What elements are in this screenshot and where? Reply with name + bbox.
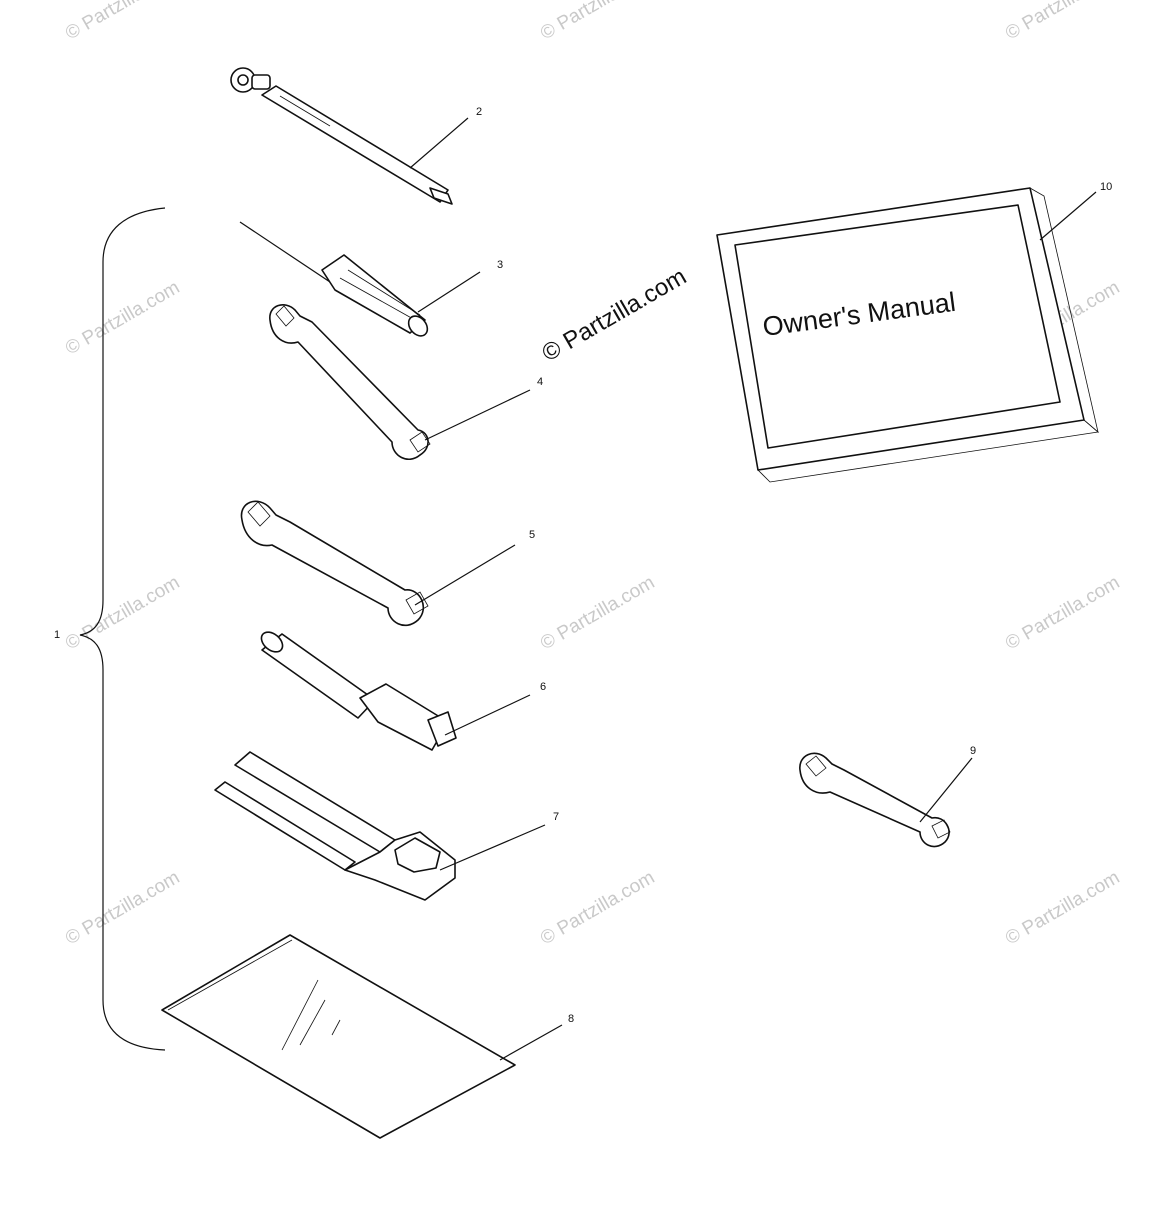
callout-9: 9 — [970, 745, 976, 757]
watermark-prominent: © Partzilla.com — [538, 263, 692, 367]
spark-plug-socket-part[interactable] — [258, 628, 457, 751]
callouts: 1 2 3 4 5 6 7 8 9 10 — [54, 106, 1112, 1025]
wrench-small-part[interactable] — [269, 304, 431, 460]
callout-1: 1 — [54, 629, 60, 641]
watermarks: © Partzilla.com © Partzilla.com © Partzi… — [62, 0, 1123, 949]
callout-2: 2 — [476, 106, 482, 118]
callout-10: 10 — [1100, 181, 1112, 193]
watermark: © Partzilla.com — [62, 277, 183, 359]
tool-holder-part[interactable] — [214, 751, 456, 901]
callout-6: 6 — [540, 681, 546, 693]
screwdriver-part[interactable] — [239, 221, 431, 340]
watermark: © Partzilla.com — [62, 0, 183, 44]
leader-lines — [409, 117, 1097, 1061]
callout-3: 3 — [497, 259, 503, 271]
callout-7: 7 — [553, 811, 559, 823]
watermark: © Partzilla.com — [537, 572, 658, 654]
owners-manual-part[interactable]: Owner's Manual — [716, 187, 1099, 483]
tire-pressure-gauge-part[interactable] — [230, 67, 453, 205]
watermark: © Partzilla.com — [537, 867, 658, 949]
watermark: © Partzilla.com — [537, 0, 658, 44]
group-brace — [79, 207, 166, 1051]
callout-4: 4 — [537, 376, 543, 388]
watermark: © Partzilla.com — [62, 572, 183, 654]
watermark: © Partzilla.com — [1002, 0, 1123, 44]
watermark: © Partzilla.com — [1002, 572, 1123, 654]
watermark: © Partzilla.com — [62, 867, 183, 949]
watermark: © Partzilla.com — [1002, 867, 1123, 949]
callout-5: 5 — [529, 529, 535, 541]
wrench-large-part[interactable] — [240, 500, 429, 626]
callout-8: 8 — [568, 1013, 574, 1025]
wrench-right-part[interactable] — [799, 752, 951, 848]
tool-bag-part[interactable] — [161, 934, 516, 1139]
